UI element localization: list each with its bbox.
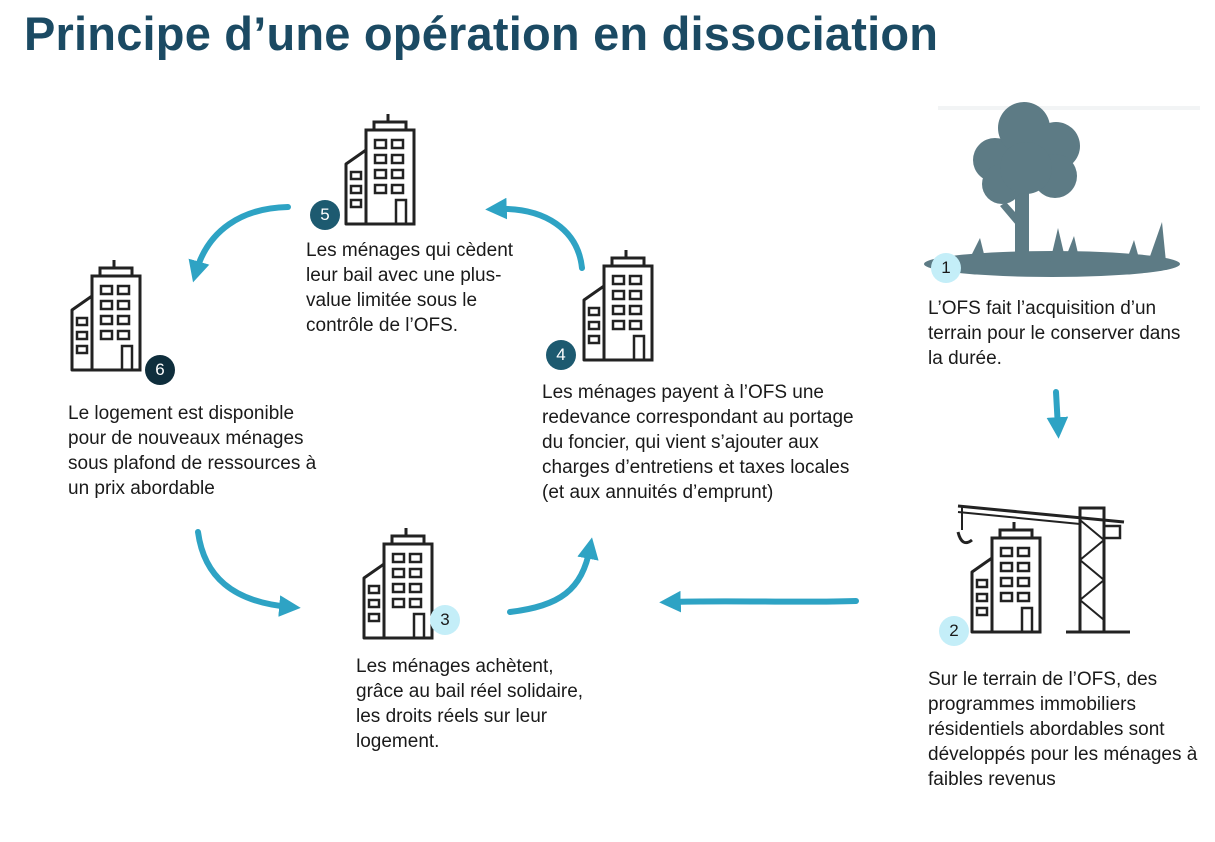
crane-icon bbox=[956, 504, 1130, 634]
arrow-1-to-2 bbox=[1046, 389, 1069, 439]
building-icon-4 bbox=[582, 248, 654, 362]
step-badge-5: 5 bbox=[310, 200, 340, 230]
step-badge-2: 2 bbox=[939, 616, 969, 646]
step-text-6: Le logement est disponible pour de nouve… bbox=[68, 403, 317, 499]
building-icon-3 bbox=[362, 526, 434, 640]
step-text-4: Les ménages payent à l’OFS une redevance… bbox=[542, 382, 854, 503]
arrow-3-to-4 bbox=[507, 537, 599, 615]
step-badge-4: 4 bbox=[546, 340, 576, 370]
step-text-3: Les ménages achètent, grâce au bail réel… bbox=[356, 656, 584, 752]
building-icon-6 bbox=[70, 258, 142, 372]
page-title: Principe d’une opération en dissociation bbox=[24, 7, 939, 60]
arrow-4-to-5 bbox=[485, 197, 585, 271]
step-text-5: Les ménages qui cèdent leur bail avec un… bbox=[306, 240, 514, 336]
tree-land-icon bbox=[924, 102, 1200, 277]
arrow-6-to-3 bbox=[195, 529, 301, 617]
arrow-5-to-6 bbox=[188, 204, 291, 283]
building-icon-5 bbox=[344, 112, 416, 226]
step-text-1: L’OFS fait l’acquisition d’un terrain po… bbox=[928, 298, 1181, 369]
step-text-2: Sur le terrain de l’OFS, des programmes … bbox=[928, 669, 1198, 790]
building-icon-2 bbox=[970, 520, 1042, 634]
step-badge-3: 3 bbox=[430, 605, 460, 635]
arrow-2-to-3 bbox=[659, 590, 859, 613]
step-badge-1: 1 bbox=[931, 253, 961, 283]
step-badge-6: 6 bbox=[145, 355, 175, 385]
